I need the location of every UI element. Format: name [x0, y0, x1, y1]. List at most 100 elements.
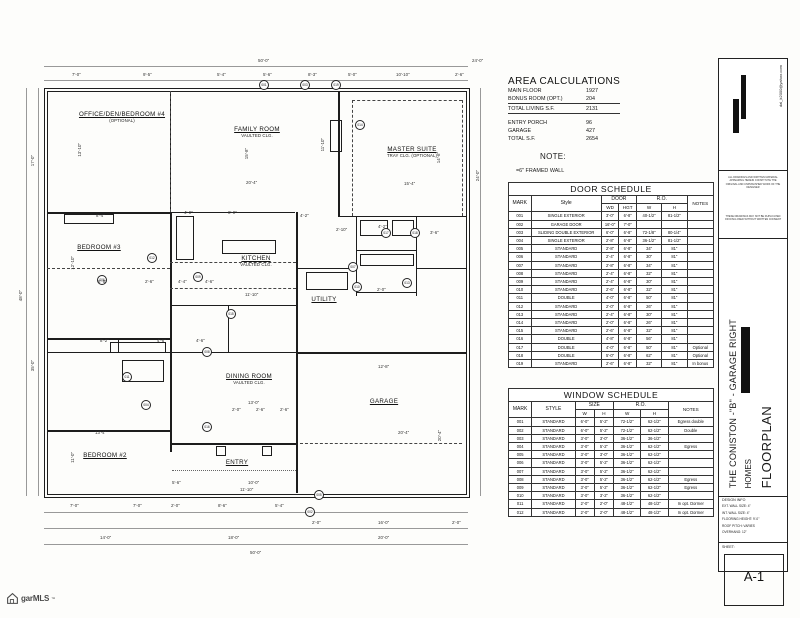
window-col-ro-w: W [612, 409, 642, 419]
window-style: STANDARD [531, 425, 576, 435]
room-subtitle: VAULTED CLG. [240, 262, 272, 267]
door-wd: 2'-8" [600, 244, 620, 254]
area-calc-label: TOTAL LIVING S.F. [508, 106, 555, 112]
door-group-door: DOOR [600, 194, 637, 205]
room-dimension: 13'-4" [95, 430, 107, 435]
window-ro-w: 36-1/2" [612, 483, 642, 493]
dimension-text: 5'-6" [263, 72, 272, 77]
dimension-text: 2'-0" [452, 520, 461, 525]
dimension-text: 4'-4" [178, 279, 187, 284]
dimension-text: 2'-6" [280, 407, 289, 412]
door-wd: 2'-4" [600, 309, 620, 320]
title-block-sheet-cell: SHEET: A-1 [719, 543, 787, 627]
door-ro-h: 81" [661, 301, 688, 311]
window-style: STANDARD [531, 507, 576, 517]
door-tag: 018 [410, 228, 420, 238]
window-size-h: 2'-0" [593, 507, 614, 517]
door-mark: 005 [508, 244, 532, 254]
dimension-text: 9'-5" [143, 72, 152, 77]
dim-line-bottom-2 [44, 528, 468, 529]
dashed-line-garage [300, 443, 462, 444]
door-hgt: 6'-8" [618, 359, 637, 369]
window-style: STANDARD [531, 450, 576, 460]
window-ro-w: 48-1/2" [612, 507, 642, 517]
wall-h-utility [296, 268, 356, 270]
room-label: BEDROOM #2 [72, 452, 138, 459]
window-notes: In opt. Dormer [667, 507, 715, 517]
door-wd: 5'-0" [600, 350, 620, 361]
wall-v-utility-r [356, 216, 357, 296]
door-tag: 019 [331, 80, 341, 90]
door-style: SINGLE EXTERIOR [530, 236, 602, 246]
door-style: DOUBLE [530, 334, 602, 344]
door-wd: 4'-8" [600, 334, 620, 344]
dimension-text: 24'-0" [472, 58, 484, 63]
door-style: STANDARD [530, 260, 602, 270]
door-mark: 011 [508, 293, 532, 303]
door-ro-w: 40-1/2" [635, 211, 663, 221]
fixture-closet-bed2 [64, 214, 114, 224]
door-tag: 013 [402, 278, 412, 288]
door-col-style: Style [530, 194, 602, 213]
fixture-vanity [360, 254, 414, 266]
dashed-line-office [170, 91, 171, 212]
door-tag: 010 [352, 282, 362, 292]
window-size-h: 5'-2" [593, 425, 614, 435]
door-style: STANDARD [530, 285, 602, 295]
dimension-text: 7'-0" [70, 503, 79, 508]
door-ro-w: 30" [635, 277, 663, 287]
wall-h-bed3-bed2 [47, 338, 170, 340]
room-name: ENTRY [225, 459, 249, 466]
door-mark: 012 [508, 301, 532, 311]
wall-v-closet [416, 216, 417, 296]
area-calc-rule [508, 103, 620, 104]
sheet-number: A-1 [743, 569, 765, 584]
door-tag: 003 [300, 80, 310, 90]
brand-name: HOMES [744, 458, 753, 488]
dimension-text: 4'-0" [184, 210, 193, 215]
dimension-text: 20'-4" [437, 430, 442, 442]
door-ro-w: 30" [635, 309, 663, 320]
window-notes: In opt. Dormer [667, 499, 715, 509]
design-info-line: INT. WALL SIZE: 4" [722, 510, 750, 515]
window-ro-h: 62-1/2" [640, 417, 669, 427]
door-ro-w [635, 219, 663, 229]
area-calc-label: BONUS ROOM (OPT.) [508, 96, 563, 102]
door-notes [686, 277, 715, 287]
door-style: STANDARD [530, 244, 602, 254]
door-mark: 002 [508, 219, 532, 229]
door-hgt: 6'-8" [618, 211, 637, 221]
room-dimension: 12'-10" [70, 256, 75, 270]
door-style: DOUBLE [530, 293, 602, 303]
door-hgt: 6'-8" [618, 277, 637, 287]
door-notes [686, 301, 715, 311]
door-col-ro-h: H [661, 203, 688, 213]
window-mark: 010 [507, 491, 533, 501]
door-ro-h: 81" [661, 268, 688, 279]
door-style: DOUBLE [530, 350, 602, 361]
watermark-tm: ™ [51, 596, 56, 601]
title-block-project-cell: THE CONISTON -"B" - GARAGE RIGHT HOMES F… [719, 239, 787, 497]
room-dimension: 11'-10" [245, 292, 259, 297]
door-wd: 2'-0" [600, 318, 620, 328]
room-dimension: 13'-0" [248, 400, 260, 405]
door-ro-h: 81" [661, 350, 688, 361]
door-ro-w: 26" [635, 301, 663, 311]
door-wd: 2'-4" [600, 252, 620, 262]
window-ro-h: 62-1/2" [640, 491, 669, 501]
door-ro-w: 50" [635, 342, 663, 352]
building-outline-inner [47, 91, 467, 495]
design-info-line: ROOF PITCH: VARIES [722, 523, 755, 528]
door-mark: 019 [508, 359, 532, 369]
door-ro-h: 81" [661, 244, 688, 254]
area-calculations-title: AREA CALCULATIONS [508, 76, 621, 87]
